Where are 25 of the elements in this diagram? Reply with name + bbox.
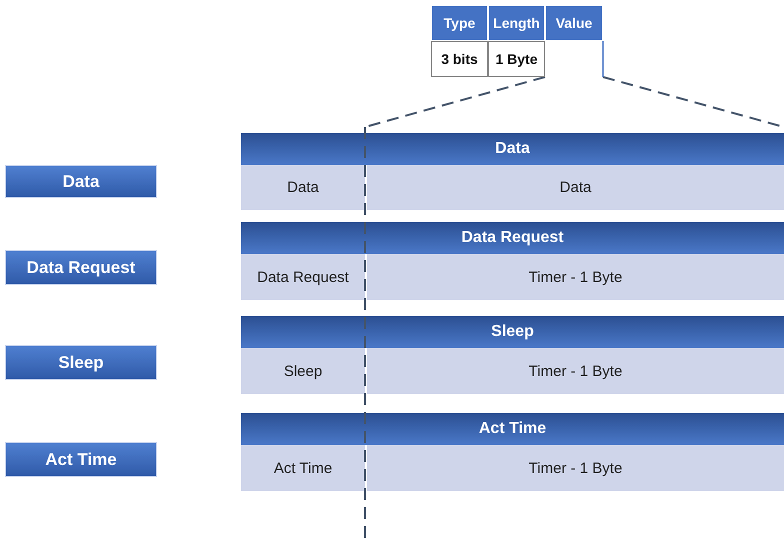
table-header: Data [241,133,784,165]
packet-format-table [241,133,784,210]
table-cell: Data [365,165,784,210]
table-cell: Sleep [241,348,365,394]
table-header-cell: Value [545,5,603,41]
table-cell: Timer - 1 Byte [365,445,784,491]
packet-format-table [241,222,784,300]
table-cell: Data [241,165,365,210]
table-cell: Timer - 1 Byte [365,254,784,300]
table-header: Sleep [241,316,784,348]
table-header-cell: Type [431,5,488,41]
table-header: Data Request [241,222,784,254]
table-cell: 1 Byte [488,41,545,77]
table-cell: Act Time [241,445,365,491]
packet-format-table [241,413,784,491]
message-type-box: Sleep [5,345,157,380]
message-type-box: Data Request [5,250,157,285]
message-type-box: Data [5,165,157,198]
table-cell: Data Request [241,254,365,300]
table-cell: Timer - 1 Byte [365,348,784,394]
table-header: Act Time [241,413,784,445]
packet-format-table [241,316,784,394]
message-type-box: Act Time [5,442,157,477]
table-cell: 3 bits [431,41,488,77]
table-header-cell: Length [488,5,545,41]
